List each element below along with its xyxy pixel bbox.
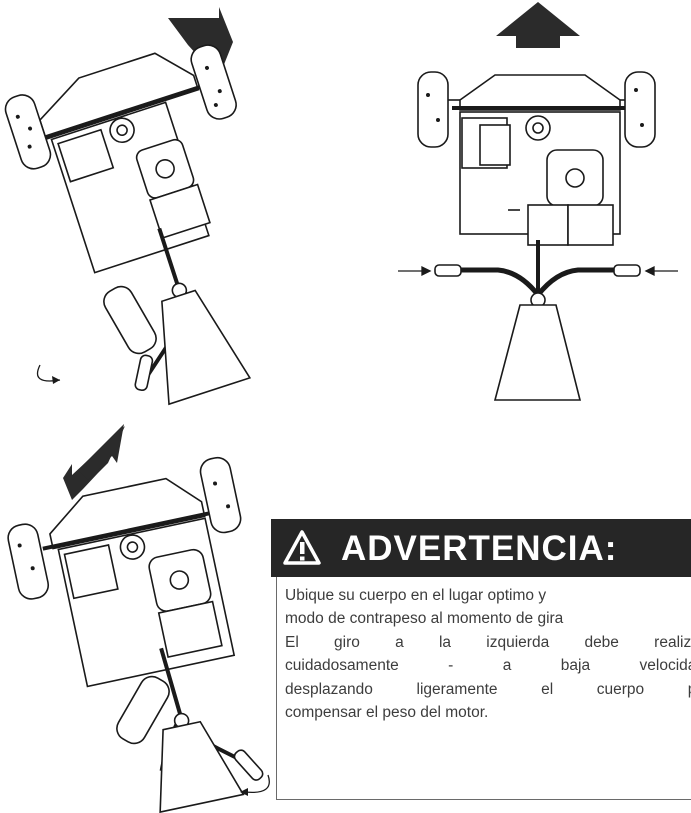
left-wheel-icon: [7, 523, 50, 600]
warning-line: desplazando ligeramente el cuerpo pa: [285, 680, 691, 698]
warning-title: ADVERTENCIA:: [341, 529, 618, 568]
deck: [459, 74, 621, 111]
warning-header: [271, 519, 691, 577]
turn-left-figure: [7, 424, 270, 813]
engine-icon: [546, 149, 604, 207]
direction-arrow-icon: [496, 2, 580, 48]
push-arrows: [398, 265, 678, 277]
right-wheel-icon: [190, 44, 237, 120]
warning-line: El giro a la izquierda debe realizar: [285, 633, 691, 651]
warning-line: modo de contrapeso al momento de gira: [285, 610, 564, 628]
right-wheel-icon: [199, 456, 242, 534]
exclamation-triangle-icon: [283, 530, 321, 565]
right-wheel-icon: [624, 71, 656, 148]
pulley-icon: [525, 115, 551, 141]
warning-box: [276, 572, 691, 800]
warning-line: compensar el peso del motor.: [285, 704, 489, 722]
pulley-icon: [109, 117, 135, 144]
left-wheel-icon: [4, 94, 52, 170]
warning-text: Ubique su cuerpo en el lugar optimo y mo…: [285, 584, 691, 724]
straight-figure: [398, 2, 678, 401]
warning-line: Ubique su cuerpo en el lugar optimo y: [285, 587, 547, 604]
turn-right-figure: [4, 7, 252, 406]
deck: [49, 477, 206, 550]
left-wheel-icon: [417, 71, 449, 148]
pulley-icon: [119, 534, 146, 560]
warning-line: cuidadosamente - a baja velocidad: [285, 657, 691, 675]
